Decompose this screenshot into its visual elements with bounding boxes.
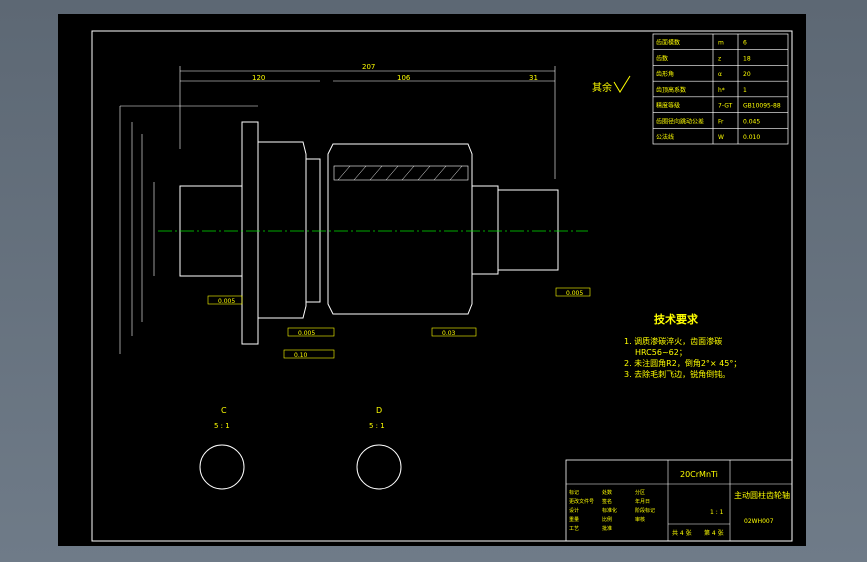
tol-frame-4: 0.03 [442,330,456,337]
param-name: 齿面模数 [656,39,680,47]
section-d-circle [356,444,402,490]
tol-frame-3: 0.10 [294,352,308,359]
title-part-name: 主动圆柱齿轮轴 [734,490,790,500]
param-name: 齿形角 [656,70,674,78]
notes-title: 技术要求 [654,312,699,326]
note-3: 3. 去除毛刺飞边，锐角倒钝。 [624,369,730,379]
param-value: 18 [743,55,751,62]
roughness-symbol-icon [613,75,631,93]
param-value: 0.045 [743,118,760,125]
param-symbol: 7-GT [718,103,733,110]
title-block-label: 年月日 [635,498,650,505]
param-symbol: z [718,55,721,62]
section-c: C 5 : 1 [199,406,245,490]
drawing-border [91,30,793,542]
title-block-label: 重量 [569,516,579,523]
section-d-scale: 5 : 1 [369,422,385,430]
param-value: GB10095-88 [743,103,781,110]
param-name: 齿顶高系数 [656,86,686,94]
note-1b: HRC56~62； [635,348,687,357]
title-block-label: 比例 [602,516,612,523]
title-block-label: 设计 [569,507,579,514]
param-name: 精度等级 [656,102,680,110]
title-block-label: 签名 [602,498,612,505]
tol-frame-2: 0.005 [298,330,315,337]
section-d-label: D [376,406,382,415]
title-block-label: 更改文件号 [569,498,594,505]
param-symbol: m [718,40,724,47]
cad-drawing: 其余 207 120 106 31 [91,30,793,542]
title-block: 20CrMnTi 主动圆柱齿轮轴 02WH007 1 : 1 共 4 张 第 4… [565,459,793,542]
dim-right: 31 [529,74,538,82]
title-block-label: 工艺 [569,526,579,532]
param-name: 齿数 [656,54,668,62]
gear-tooth-band [333,165,469,181]
dim-left: 120 [252,74,265,82]
title-block-label: 标准化 [602,507,617,514]
title-block-label: 标记 [569,489,579,496]
title-block-label: 处数 [602,489,612,496]
title-drawing-no: 02WH007 [744,518,774,525]
title-block-label: 阶段标记 [635,507,655,514]
diameter-dim-lines [119,106,155,354]
section-c-circle [199,444,245,490]
section-c-label: C [221,406,227,415]
title-block-label: 审核 [635,516,645,523]
param-symbol: h* [718,87,725,94]
param-value: 1 [743,87,747,94]
note-1: 1. 调质渗碳淬火，齿面渗碳 [624,336,722,346]
param-symbol: Fr [718,118,724,125]
title-block-label: 分区 [635,489,645,496]
dim-mid: 106 [397,74,411,82]
title-sheet-total: 共 4 张 [672,529,692,537]
title-block-label: 批准 [602,525,612,532]
param-name: 齿圈径向跳动公差 [656,117,704,125]
dimension-lines [120,66,556,179]
param-symbol: α [718,71,722,78]
param-symbol: W [718,134,724,141]
rest-roughness-label: 其余 [592,81,612,94]
section-d: D 5 : 1 [356,406,402,490]
param-value: 6 [743,40,747,47]
param-value: 0.010 [743,134,760,141]
tol-frame-5: 0.005 [566,290,583,297]
drawing-sheet: 其余 207 120 106 31 [58,14,806,546]
section-c-scale: 5 : 1 [214,422,230,430]
title-sheet-page: 第 4 张 [704,529,724,537]
note-2: 2. 未注圆角R2，倒角2°× 45°； [624,358,741,368]
dim-overall: 207 [362,63,375,71]
gear-shaft-outline [179,121,559,345]
title-material: 20CrMnTi [680,470,718,479]
parameter-rows: 齿面模数 m 6 齿数 z 18 齿形角 α 20 齿顶高系数 h* 1 精度等级 7-GT GB10095… [653,39,788,141]
param-value: 20 [743,71,751,78]
gear-parameter-table [652,33,789,145]
tolerance-frames: 0.005 0.005 0.10 0.03 0.005 [207,287,591,359]
title-scale: 1 : 1 [710,509,724,516]
param-name: 公法线 [656,133,674,141]
tol-frame-1: 0.005 [218,298,235,305]
hatching-lines [337,165,463,181]
